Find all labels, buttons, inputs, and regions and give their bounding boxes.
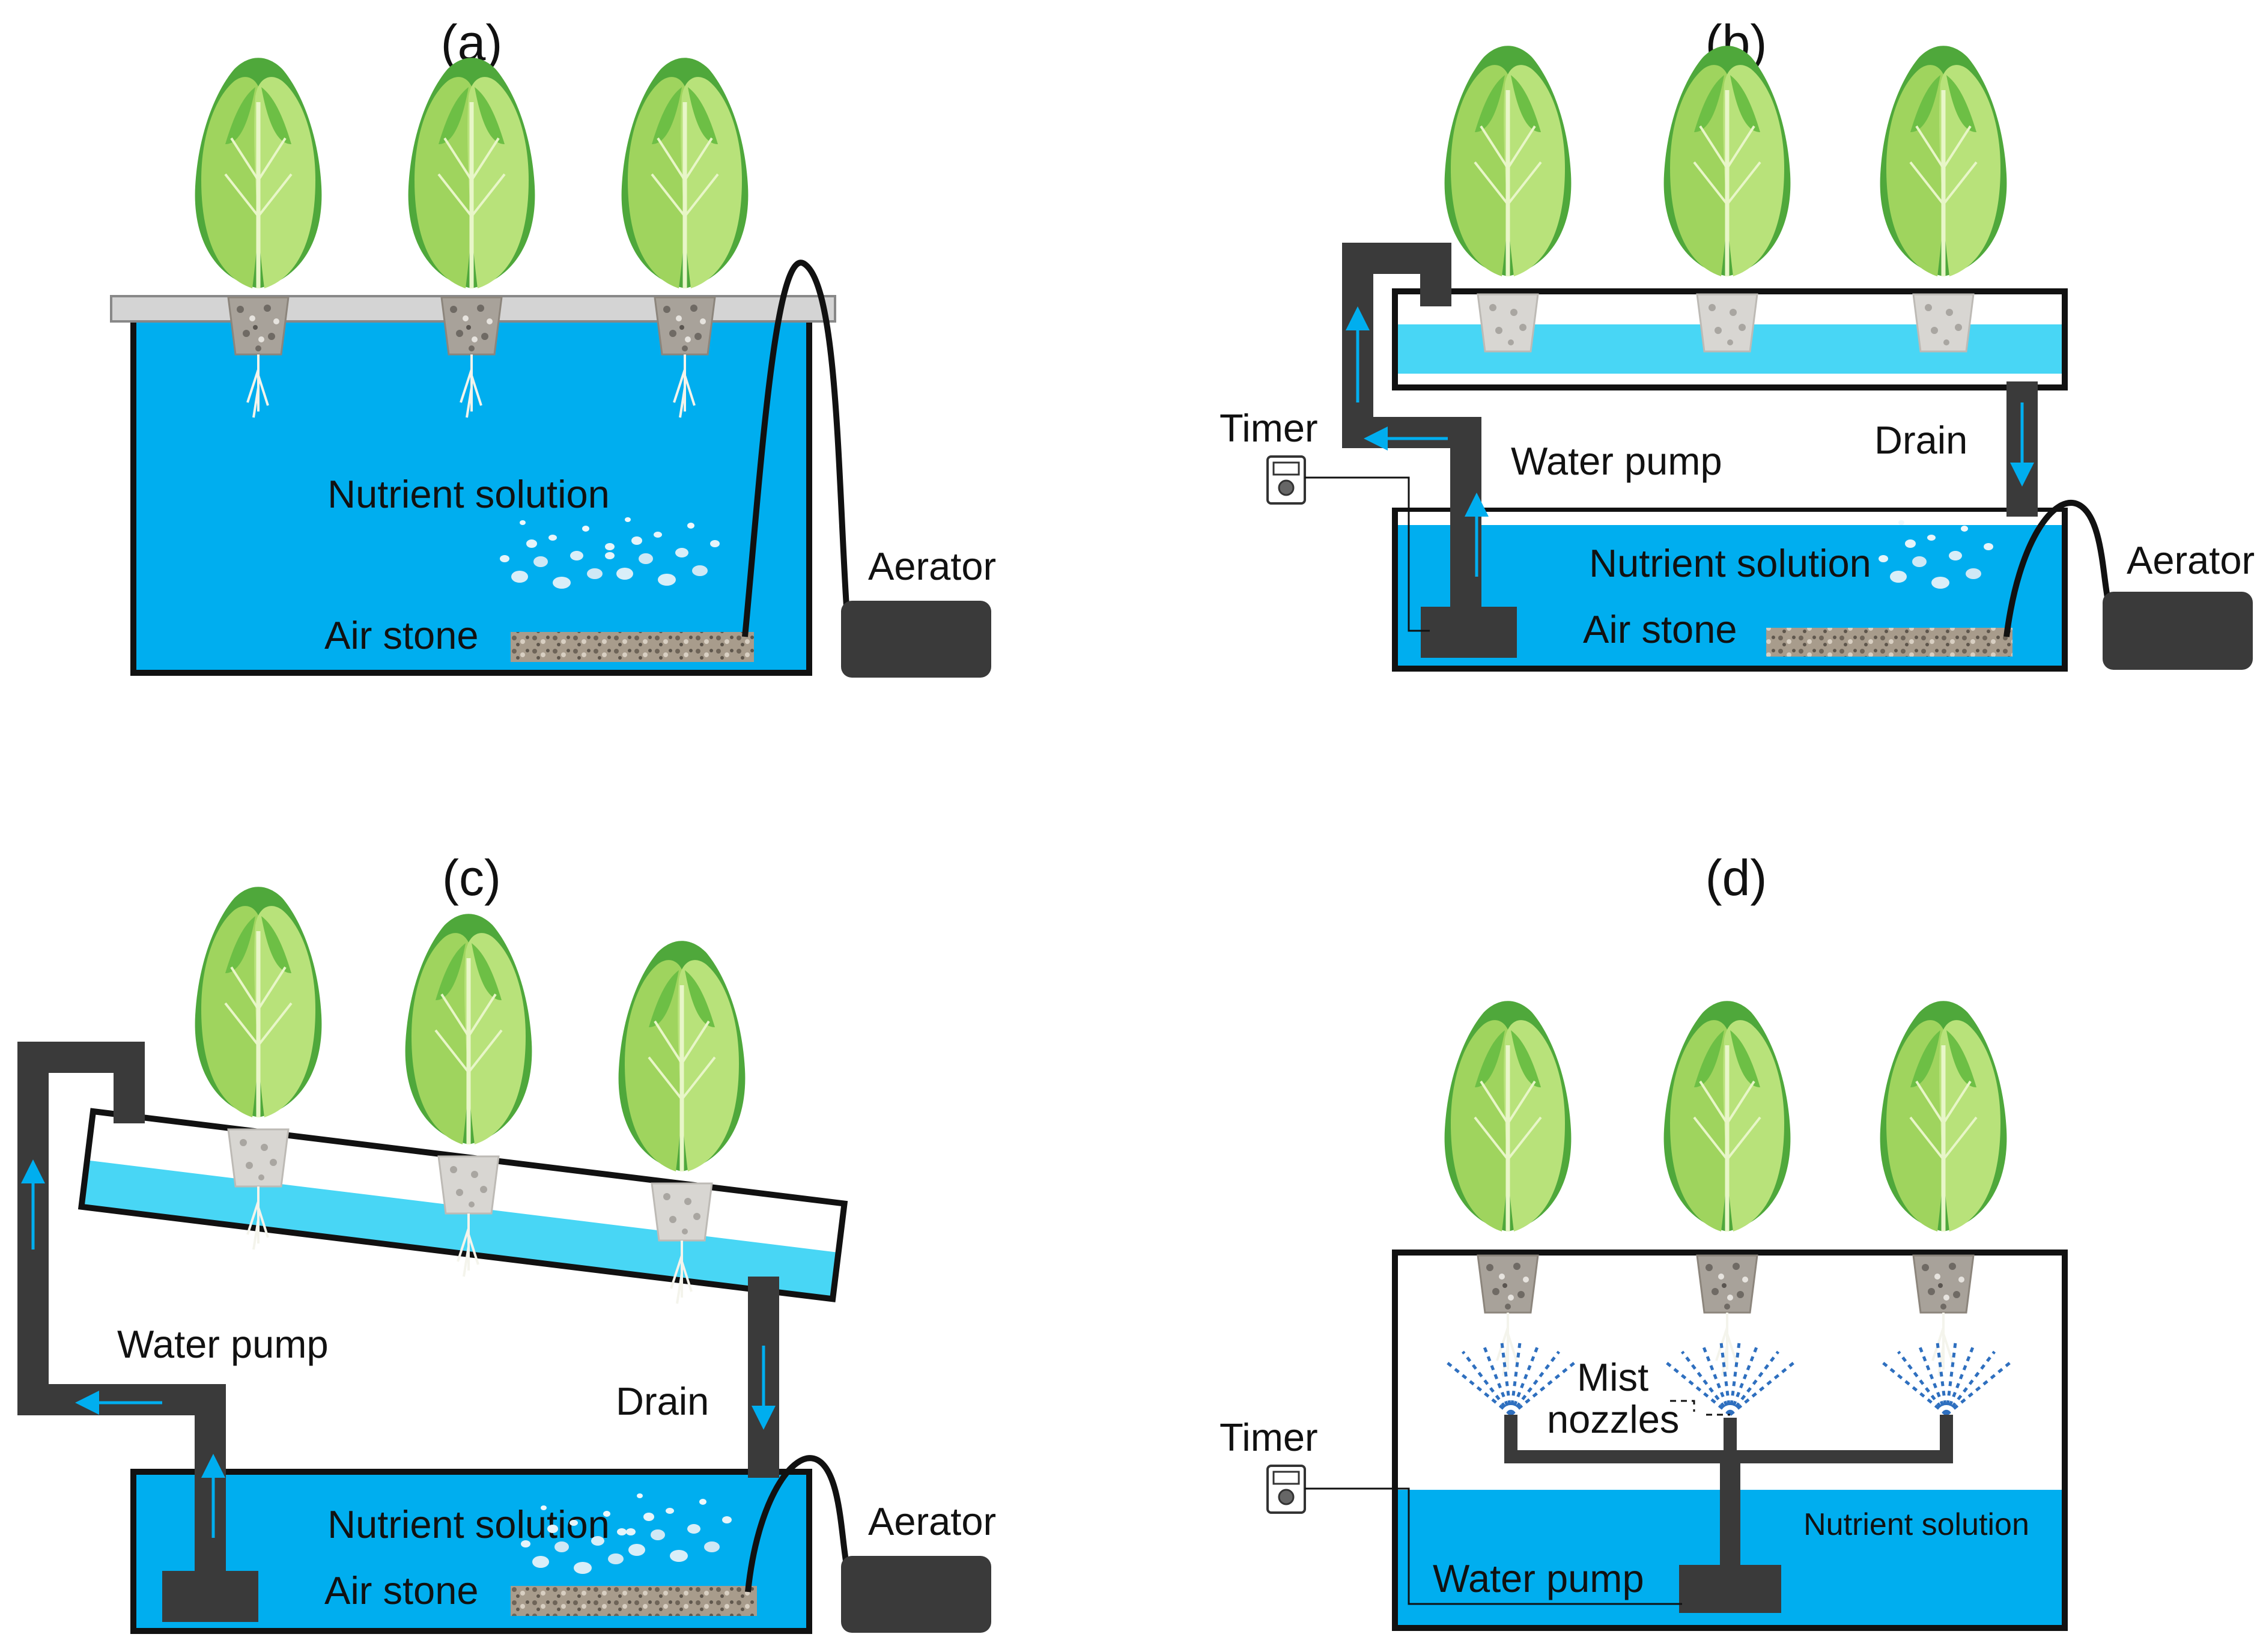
panel-a-air-tube xyxy=(742,260,850,637)
panel-c-air-stone xyxy=(511,1586,757,1616)
panel-b-pump xyxy=(1421,607,1517,658)
lettuce-icon xyxy=(406,914,532,1144)
panel-d-mist-label-2: nozzles xyxy=(1547,1397,1679,1441)
lettuce-icon xyxy=(409,58,535,288)
panel-a-air-stone xyxy=(511,632,754,662)
panel-c-airstone-label: Air stone xyxy=(324,1568,479,1612)
lettuce-icon xyxy=(1445,46,1572,276)
panel-b-nutrient-label: Nutrient solution xyxy=(1589,541,1871,585)
panel-d-timer-label: Timer xyxy=(1220,1415,1318,1459)
panel-a-nutrient-label: Nutrient solution xyxy=(327,472,610,516)
panel-b-aerator xyxy=(2103,592,2253,670)
panel-c-air-tube xyxy=(745,1455,850,1593)
panel-a-aerator xyxy=(841,601,991,678)
lettuce-icon xyxy=(1880,46,2007,276)
panel-b-timer-label: Timer xyxy=(1220,406,1318,450)
panel-d-mist-label-1: Mist xyxy=(1577,1355,1648,1399)
panel-b: (b) Nutrient solution Air stone Drain Wa… xyxy=(1220,14,2255,672)
lettuce-icon xyxy=(1445,1001,1572,1231)
panel-d-mist-leader xyxy=(1670,1400,1730,1416)
panel-a-airstone-label: Air stone xyxy=(324,613,479,657)
panel-c-nutrient-label: Nutrient solution xyxy=(327,1502,610,1546)
panel-c: (c) Nutrient solution Air stone Water pu… xyxy=(17,849,996,1634)
panel-d-pump-label: Water pump xyxy=(1433,1556,1644,1600)
panel-d-timer-wire xyxy=(1305,1487,1682,1605)
lettuce-icon xyxy=(1880,1001,2007,1231)
lettuce-icon xyxy=(195,58,322,288)
panel-c-drain-label: Drain xyxy=(616,1379,709,1423)
panel-b-air-stone xyxy=(1766,628,2012,657)
lettuce-icon xyxy=(1664,1001,1791,1231)
lettuce-icon xyxy=(619,941,746,1171)
panel-d-pump xyxy=(1679,1565,1781,1613)
timer-icon xyxy=(1266,1465,1306,1514)
panel-c-title: (c) xyxy=(442,849,501,906)
panel-b-timer-wire xyxy=(1305,476,1430,632)
timer-icon xyxy=(1266,455,1306,505)
lettuce-icon xyxy=(622,58,749,288)
panel-b-aerator-label: Aerator xyxy=(2127,538,2255,582)
panel-c-aerator xyxy=(841,1556,991,1633)
panel-a: (a) Nutrient solution Air stone Aerator xyxy=(110,14,996,678)
panel-b-plants xyxy=(1445,46,2007,353)
panel-c-pump-label: Water pump xyxy=(117,1322,329,1366)
panel-d-title: (d) xyxy=(1706,849,1767,906)
panel-b-airstone-label: Air stone xyxy=(1583,607,1737,651)
panel-b-pump-label: Water pump xyxy=(1511,439,1722,483)
panel-c-aerator-label: Aerator xyxy=(868,1499,996,1543)
lettuce-icon xyxy=(195,887,322,1117)
panel-d-nutrient-label: Nutrient solution xyxy=(1803,1507,2029,1542)
lettuce-icon xyxy=(1664,46,1791,276)
panel-b-drain-label: Drain xyxy=(1874,418,1967,462)
panel-c-plants xyxy=(195,887,746,1305)
panel-a-aerator-label: Aerator xyxy=(868,544,996,588)
panel-d: (d) Mist nozzles Nutrient solution Water… xyxy=(1220,849,2068,1631)
panel-c-pump xyxy=(162,1571,258,1622)
panel-b-air-tube xyxy=(2003,500,2112,637)
panel-b-reservoir-top xyxy=(1398,512,2062,525)
